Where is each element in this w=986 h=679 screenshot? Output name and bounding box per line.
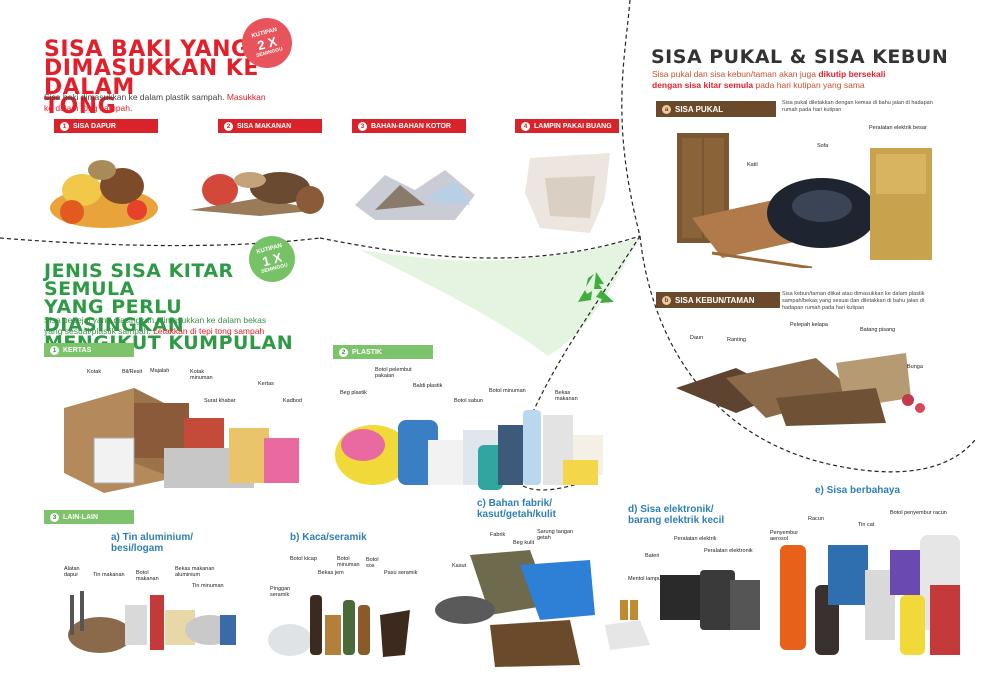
garden-callout-stem: Batang pisang <box>860 327 896 333</box>
glass-callout-jam: Bekas jem <box>318 570 344 576</box>
plastic-callout-food-container: Bekas makanan <box>555 390 578 402</box>
glass-callout-pot: Pasu seramik <box>384 570 418 576</box>
metal-items-image <box>68 591 236 653</box>
plastic-callout-bag: Beg plastik <box>340 390 367 396</box>
hazard-callout-aerosol: Penyembur aerosol <box>770 530 799 542</box>
metal-callout-aluminium: Bekas makanan aluminium <box>175 566 215 578</box>
residual-subtitle: Sisa baki dimasukkan ke dalam plastik sa… <box>44 92 266 113</box>
paper-callout-cardboard: Kadbod <box>283 398 302 404</box>
metal-callout-food-bottle: Botol makanan <box>136 570 159 582</box>
paper-callout-magazine: Majalah <box>150 368 170 374</box>
electronic-callout-bulb: Mentol lampu <box>628 576 662 582</box>
recycle-icon <box>574 270 618 308</box>
garden-callout-frond: Pelepah kelapa <box>790 322 828 328</box>
glass-callout-sauce-bottle: Botol sos <box>366 557 379 569</box>
bulky-callout-bed: Katil <box>747 162 758 168</box>
fabric-callout-shoe: Kasut <box>452 563 467 569</box>
category-c-title: c) Bahan fabrik/ kasut/getah/kulit <box>477 498 556 520</box>
paper-callout-box: Kotak <box>87 369 102 375</box>
electronic-callout-electronic: Peralatan elektronik <box>704 548 753 554</box>
electronic-items-image <box>605 570 760 650</box>
glass-items-image <box>268 595 410 657</box>
category-b-title: b) Kaca/seramik <box>290 532 367 543</box>
plastic-callout-softener: Botol pelembut pakaian <box>375 367 412 379</box>
recyclable-title: JENIS SISA KITAR SEMULA YANG PERLU DIASI… <box>44 260 294 354</box>
fabric-items-image <box>435 550 595 667</box>
category-d-title: d) Sisa elektronik/ barang elektrik keci… <box>628 504 725 526</box>
paper-callout-paper: Kertas <box>258 381 274 387</box>
garden-waste-image <box>676 353 925 426</box>
bulky-callout-appliance: Peralatan elektrik besar <box>869 125 927 131</box>
hazard-callout-paint: Tin cat <box>858 522 875 528</box>
garden-note: Sisa kebun/taman diikat atau dimasukkan … <box>782 291 925 311</box>
bulky-callout-sofa: Sofa <box>817 143 829 149</box>
paper-callout-newspaper: Surat khabar <box>204 398 236 404</box>
hazard-callout-poison: Racun <box>808 516 824 522</box>
bulky-items-image <box>677 133 932 268</box>
fabric-callout-leather-bag: Beg kulit <box>513 540 535 546</box>
recyclable-subtitle: Sisa pepejal yang diasingkan, dimasukkan… <box>44 315 267 336</box>
residual-title: SISA BAKI YANG DIMASUKKAN KE DALAM TONG <box>44 37 259 119</box>
garden-callout-twig: Ranting <box>727 337 746 343</box>
metal-callout-food-tin: Tin makanan <box>93 572 125 578</box>
plastic-callout-pail: Baldi plastik <box>413 383 443 389</box>
bulky-subtitle: Sisa pukal dan sisa kebun/taman akan jug… <box>652 69 886 90</box>
garden-callout-flower: Bunga <box>907 364 923 370</box>
plastic-items-image <box>335 410 603 490</box>
fabric-callout-fabric: Fabrik <box>490 532 506 538</box>
plastic-callout-soap: Botol sabun <box>454 398 484 404</box>
plastic-callout-drink-bottle: Botol minuman <box>489 388 526 394</box>
category-a-title: a) Tin aluminium/ besi/logam <box>111 532 194 554</box>
kitchen-waste-image <box>50 160 158 228</box>
hazardous-items-image <box>780 535 960 655</box>
dirty-items-image <box>355 170 475 220</box>
electronic-callout-battery: Bateri <box>645 553 660 559</box>
paper-callout-bill: Bil/Resit <box>122 369 143 375</box>
electronic-callout-electrical: Peralatan elektrik <box>674 536 717 542</box>
garden-callout-leaf: Daun <box>690 335 704 341</box>
paper-callout-drink-box: Kotak minuman <box>190 369 213 381</box>
category-e-title: e) Sisa berbahaya <box>815 485 901 496</box>
fabric-callout-rubber-glove: Sarung tangan getah <box>537 529 574 541</box>
food-waste-image <box>190 172 324 216</box>
hazard-callout-sprayer: Botol penyembur racun <box>890 510 947 516</box>
diaper-image <box>525 153 610 233</box>
paper-items-image <box>64 388 299 493</box>
glass-callout-plate: Pinggan seramik <box>270 586 291 598</box>
glass-callout-drink-bottle: Botol minuman <box>337 556 360 568</box>
bulky-note: Sisa pukal diletakkan dengan kemas di ba… <box>782 100 933 113</box>
bulky-title: SISA PUKAL & SISA KEBUN <box>651 46 949 68</box>
metal-callout-drink-can: Tin minuman <box>192 583 224 589</box>
glass-callout-soy-bottle: Botol kicap <box>290 556 317 562</box>
metal-callout-kitchenware: Alatan dapur <box>64 566 80 578</box>
